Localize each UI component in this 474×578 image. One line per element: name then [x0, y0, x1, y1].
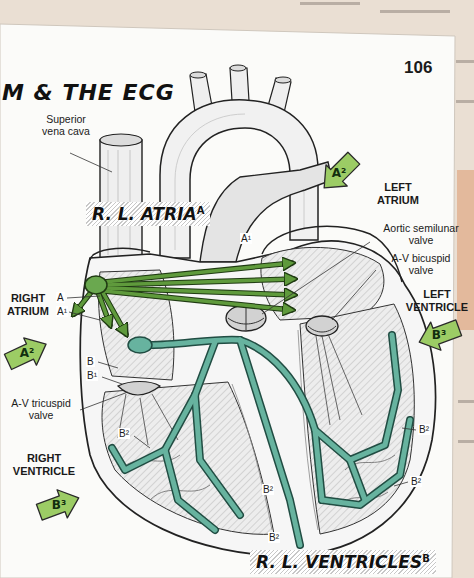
callout-letter: A¹ — [56, 306, 68, 317]
impulse-arrow — [105, 279, 294, 285]
chamber-name: RIGHT VENTRICLE — [6, 452, 82, 478]
callout-letter: B³ — [432, 328, 446, 342]
impulse-arrow — [104, 291, 292, 310]
leader-line — [262, 242, 370, 314]
leader-line — [69, 312, 100, 320]
callout-letter: B² — [418, 424, 430, 435]
callout-letter: B³ — [52, 498, 66, 512]
callout-letter: B² — [118, 428, 130, 439]
callout-letter: A² — [20, 346, 35, 360]
impulse-arrow — [74, 263, 294, 334]
artery-opening — [230, 65, 246, 71]
title-banner: R. L. ATRIAA — [86, 202, 210, 226]
callout-letter: B² — [268, 532, 280, 543]
purkinje-fiber — [195, 395, 240, 515]
conduction-outline — [240, 340, 300, 545]
purkinje-fiber — [322, 420, 410, 505]
color-key-letter: B — [422, 553, 430, 564]
banner-heading: R. L. ATRIA — [92, 204, 197, 224]
title-banner: R. L. VENTRICLESB — [250, 550, 436, 574]
conduction-outline — [195, 395, 240, 515]
impulse-arrow — [102, 291, 126, 334]
leader-line — [402, 428, 416, 430]
artery-branch — [230, 68, 249, 101]
purkinje-fiber — [350, 460, 365, 500]
conduction-outline — [322, 420, 410, 505]
color-key-letter: A — [197, 205, 205, 216]
callout-letter: B¹ — [86, 370, 98, 381]
conduction-outline — [112, 335, 410, 545]
part-name: A-V bicuspid valve — [380, 252, 462, 276]
callout-letter: B² — [262, 484, 274, 495]
leader-line — [70, 153, 112, 172]
impulse-arrow-outline — [74, 291, 92, 314]
leader-line — [80, 392, 128, 410]
arrow-shape — [314, 148, 365, 199]
back-text-line — [456, 100, 474, 103]
page-number: 106 — [404, 58, 432, 77]
back-text-line — [458, 400, 474, 403]
arrow-shape — [2, 331, 53, 376]
conduction-pathway — [112, 335, 410, 545]
leader-line — [394, 482, 408, 486]
page-sheet — [0, 24, 455, 578]
back-text-line — [456, 60, 474, 63]
part-name: Aortic semilunar valve — [374, 222, 468, 246]
callout-arrow: A² — [318, 158, 360, 188]
chamber-name: RIGHT ATRIUM — [2, 292, 54, 318]
heart-outline — [80, 241, 435, 556]
leader-line — [102, 377, 122, 384]
impulse-arrow — [74, 291, 92, 314]
back-text-line — [458, 440, 474, 443]
leader-lines — [67, 153, 416, 486]
back-text-line — [380, 10, 450, 13]
artery-opening — [275, 77, 291, 83]
conduction-outline — [315, 335, 398, 460]
back-text-line — [300, 2, 360, 5]
left-ventricle-cavity — [300, 304, 414, 534]
leader-line — [134, 436, 150, 448]
conduction-outline — [165, 450, 215, 530]
callout-letter: A¹ — [240, 233, 252, 244]
conduction-outline — [350, 460, 365, 500]
bundle-branch — [240, 340, 300, 545]
arrow-shape — [34, 484, 84, 527]
artery-opening — [190, 72, 206, 78]
purkinje-fiber — [165, 450, 215, 530]
chamber-name: LEFT VENTRICLE — [404, 288, 470, 314]
part-name: Superior vena cava — [38, 113, 94, 137]
page-title: M & THE ECG — [2, 80, 175, 105]
av-node — [128, 337, 152, 353]
vena-cava-opening — [100, 134, 142, 146]
valve-cusp — [308, 326, 336, 332]
callout-letter: B — [86, 356, 95, 367]
leader-line — [67, 296, 100, 298]
banner-heading: R. L. VENTRICLES — [256, 552, 422, 572]
arrow-shape — [414, 314, 464, 357]
callout-letter: A — [56, 292, 65, 303]
callout-letter: B² — [410, 476, 422, 487]
callout-letter: A² — [332, 166, 347, 180]
sa-node — [85, 276, 107, 294]
impulse-arrow-outline — [74, 263, 294, 334]
chamber-name: LEFT ATRIUM — [366, 181, 430, 207]
purkinje-fiber — [315, 335, 398, 460]
callout-arrow: B³ — [418, 320, 460, 350]
chordae-tendineae — [316, 334, 362, 425]
bundle-of-his — [150, 340, 240, 345]
callout-arrow: B³ — [38, 490, 80, 520]
leader-line — [332, 270, 376, 320]
right-atrium-wall — [90, 248, 150, 260]
leader-line — [98, 362, 118, 368]
conduction-outline — [150, 340, 240, 345]
callout-arrow: A² — [6, 338, 48, 368]
part-name: A-V tricuspid valve — [2, 397, 80, 421]
muscle-trabeculae — [120, 455, 395, 505]
